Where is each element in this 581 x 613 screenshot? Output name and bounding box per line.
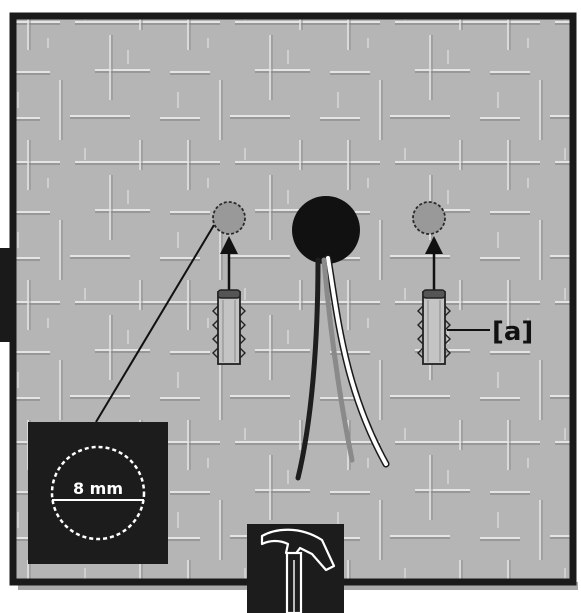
- right-arrow: [425, 236, 443, 290]
- gray-cable: [321, 257, 355, 463]
- right-drill-hole: [412, 201, 446, 235]
- left-drill-hole: [212, 201, 246, 235]
- cables: [295, 254, 390, 481]
- inset-leader-line: [95, 224, 215, 423]
- left-edge-tab: [0, 248, 12, 342]
- right-wall-plug-anchor-icon: [417, 289, 451, 365]
- left-wall-plug-anchor-icon: [212, 289, 246, 365]
- callout-a: [a]: [447, 317, 533, 347]
- hole-size-inset: 8 mm: [28, 422, 168, 564]
- cable-opening-icon: [292, 196, 360, 264]
- left-arrow: [220, 236, 238, 290]
- hammer-icon: [260, 528, 336, 613]
- black-cable: [295, 257, 321, 481]
- callout-a-label: [a]: [492, 317, 533, 347]
- hole-diameter-label: 8 mm: [73, 479, 123, 498]
- hammer-tool-box: [247, 524, 344, 613]
